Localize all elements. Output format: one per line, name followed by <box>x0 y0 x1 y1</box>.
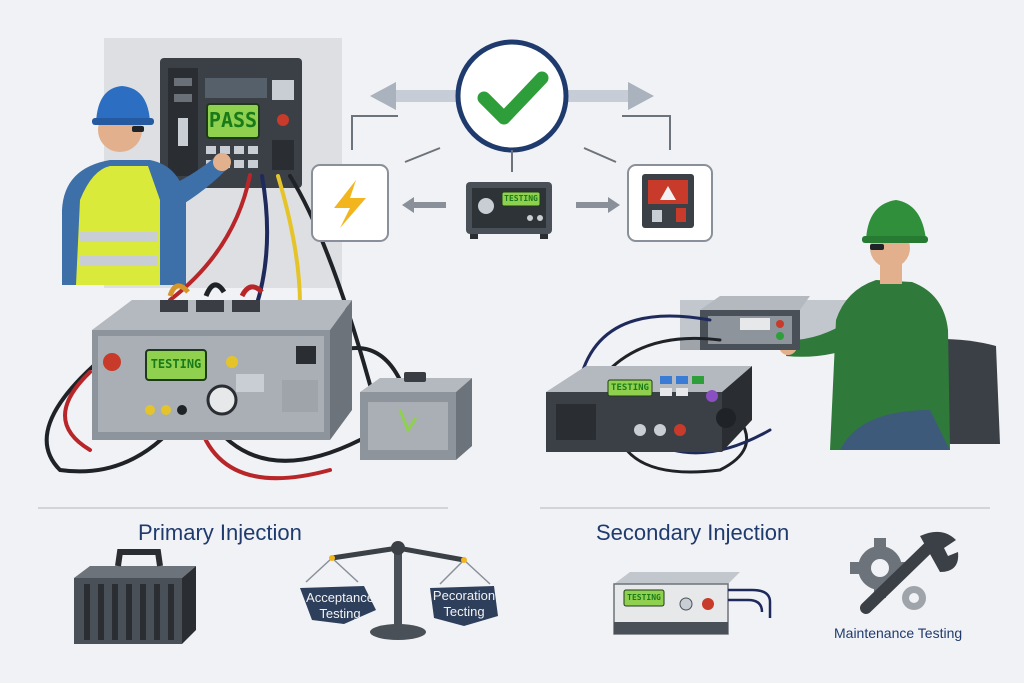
primary-injection-title: Primary Injection <box>138 520 302 545</box>
relay-panel <box>160 58 302 188</box>
pass-screen-text: PASS <box>208 108 258 132</box>
safety-vest <box>76 166 160 285</box>
technician-left <box>62 86 231 285</box>
lightning-icon <box>334 180 366 228</box>
secondary-test-set <box>546 366 752 452</box>
small-testing-screen <box>623 589 665 607</box>
desk-test-device <box>700 296 810 350</box>
secondary-injection-title: Secondary Injection <box>596 520 790 545</box>
transformer-icon <box>74 549 196 644</box>
secondary-screen-text: TESTING <box>611 383 649 393</box>
primary-test-set <box>92 282 352 440</box>
connector-lines <box>351 115 671 172</box>
scale-left-label: Acceptance Testing <box>302 590 378 622</box>
scale-right-line-1: Pecoration <box>432 588 496 603</box>
ct-unit <box>360 372 472 460</box>
left-cables <box>44 173 402 481</box>
primary-testing-screen <box>145 349 207 381</box>
maintenance-testing-label: Maintenance Testing <box>834 625 963 641</box>
small-test-device <box>613 572 772 635</box>
gear-icon <box>850 538 926 610</box>
scale-right-label: Pecoration Tecting <box>428 588 500 620</box>
secondary-testing-screen <box>607 379 653 397</box>
panel-red-light <box>277 114 289 126</box>
hub-testing-screen <box>501 191 541 207</box>
wrench-icon <box>860 531 959 614</box>
hub-screen-text: TESTING <box>504 194 538 203</box>
breaker-box <box>627 164 713 242</box>
pass-screen <box>206 103 260 139</box>
lightning-box <box>311 164 389 242</box>
primary-dial <box>206 384 238 416</box>
hard-hat-blue <box>96 86 150 122</box>
hard-hat-green <box>866 200 926 240</box>
technician-right <box>779 200 950 450</box>
primary-screen-text: TESTING <box>150 357 202 371</box>
check-circle-icon <box>455 39 569 153</box>
breaker-icon <box>642 174 694 228</box>
scale-left-line-1: Acceptance <box>306 590 374 605</box>
small-screen-text: TESTING <box>627 593 661 602</box>
scale-right-line-2: Tecting <box>443 604 485 619</box>
hub-test-device <box>466 182 552 239</box>
arrow-left-small <box>402 197 446 213</box>
arrow-right-small <box>576 197 620 213</box>
scale-icon <box>300 541 498 640</box>
scale-left-line-2: Testing <box>319 606 361 621</box>
